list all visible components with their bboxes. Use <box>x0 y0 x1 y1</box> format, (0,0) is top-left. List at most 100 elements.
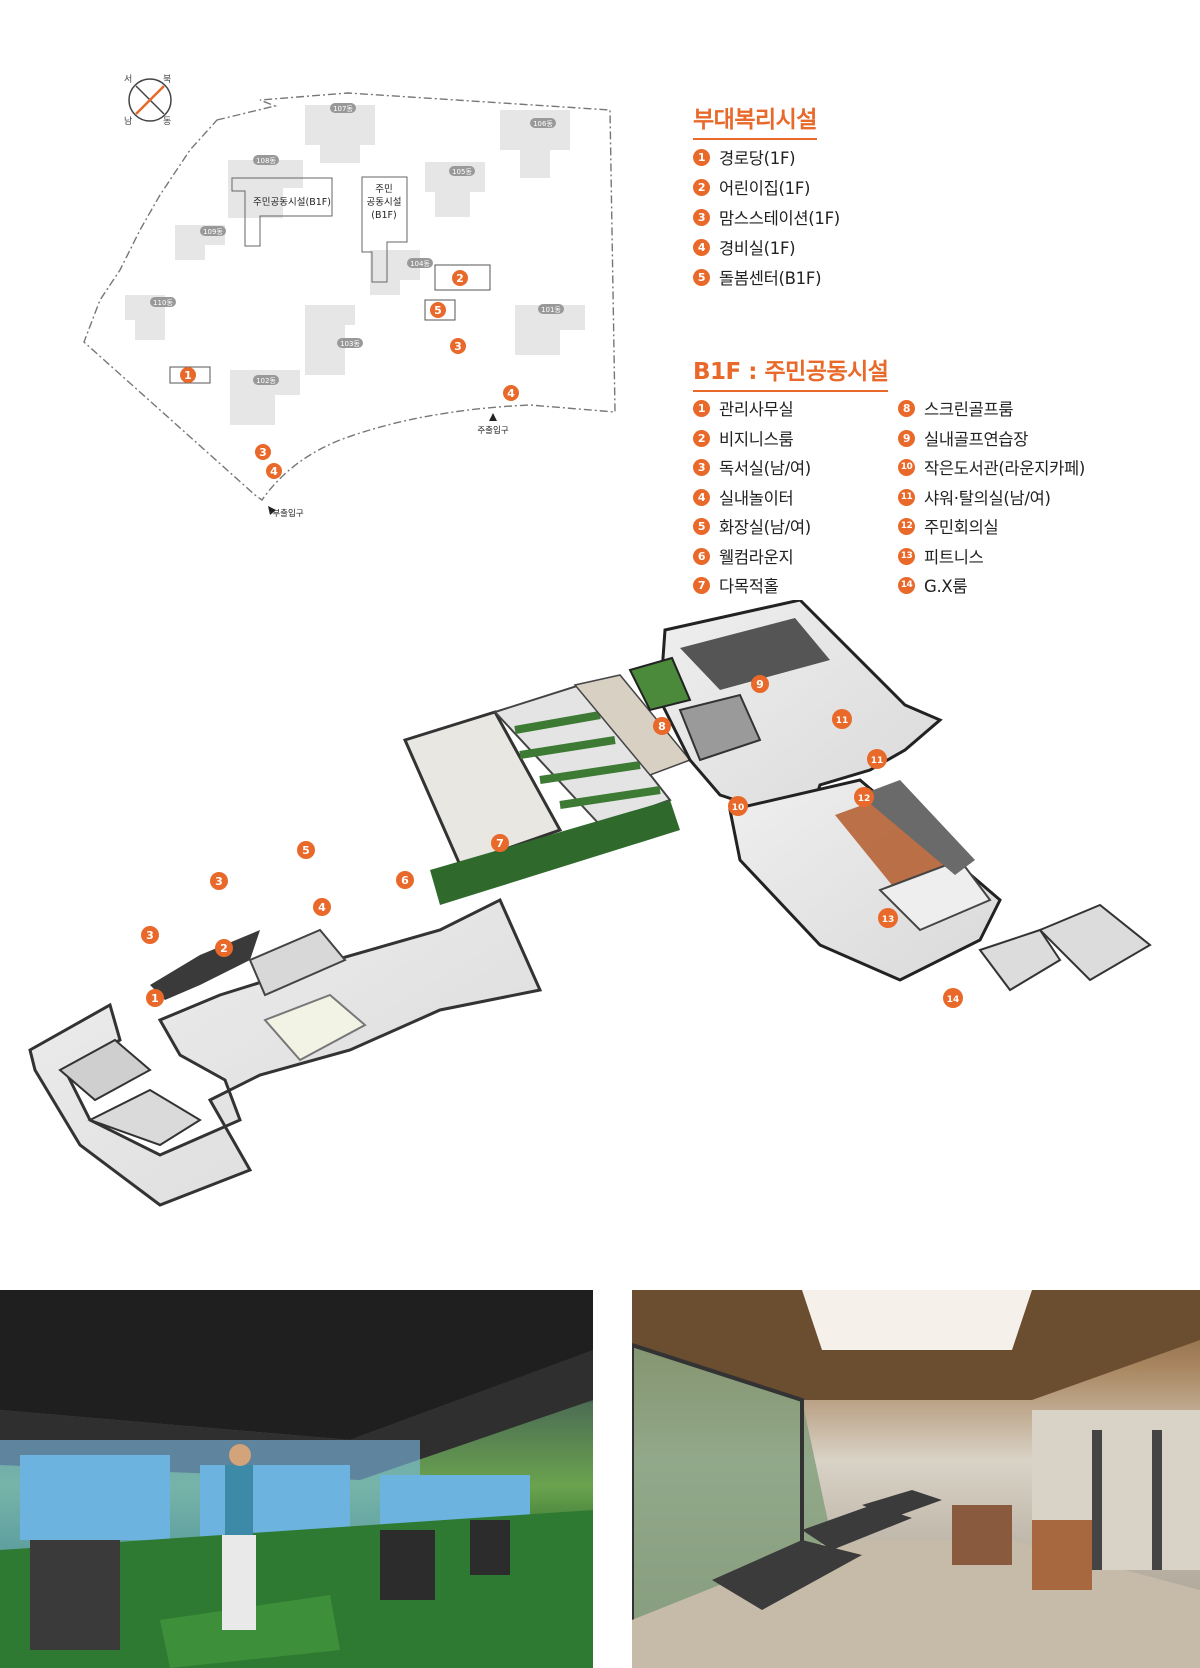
b1f-legend-item: 4 실내놀이터 <box>693 485 794 509</box>
b1f-legend-title: B1F : 주민공동시설 <box>693 352 889 392</box>
b1f-legend-item: 9 실내골프연습장 <box>898 426 1028 450</box>
floorplan-marker-4: 4 <box>318 901 326 914</box>
b1f-floorplan: 1 2 3 3 4 5 6 7 8 9 10 11 11 12 13 14 <box>28 600 1152 1207</box>
grass-bed <box>430 800 680 905</box>
storage-room <box>978 928 1062 992</box>
legend-label: 경로당(1F) <box>719 149 796 168</box>
legend-label: 실내놀이터 <box>719 489 794 508</box>
floorplan-marker-3b: 3 <box>215 875 223 888</box>
b1f-legend-item: 5 화장실(남/여) <box>693 514 811 538</box>
building-105-label: 105동 <box>452 168 472 176</box>
facility-box-left-label: 주민공동시설(B1F) <box>253 197 331 208</box>
site-boundary <box>83 92 616 501</box>
legend-label: 돌봄센터(B1F) <box>719 269 822 288</box>
facility-box-center-label-3: (B1F) <box>371 210 396 221</box>
b1f-legend-item: 10 작은도서관(라운지카페) <box>898 455 1085 479</box>
building-104-label: 104동 <box>410 260 430 268</box>
compass-east: 동 <box>163 116 171 127</box>
fitness-photo <box>632 1290 1200 1668</box>
building-109-label: 109동 <box>203 228 223 236</box>
map-marker-4: 4 <box>507 387 515 400</box>
sub-entrance-arrow-icon <box>268 506 276 515</box>
number-badge: 5 <box>693 517 710 535</box>
map-marker-3b: 3 <box>259 446 267 459</box>
number-badge: 9 <box>898 429 915 447</box>
fitness-floor <box>835 795 960 895</box>
number-badge: 6 <box>693 547 710 565</box>
floorplan-marker-11: 11 <box>836 716 849 726</box>
floorplan-marker-11b: 11 <box>871 756 884 766</box>
legend-label: 맘스스테이션(1F) <box>719 209 840 228</box>
playground-room <box>263 993 367 1062</box>
restroom-block <box>248 928 347 997</box>
locker-rooms <box>860 780 975 875</box>
gx-room <box>878 858 992 932</box>
west-wing-floor <box>28 897 543 1207</box>
floorplan-marker-7: 7 <box>496 837 504 850</box>
main-entrance-arrow-icon <box>489 413 497 421</box>
building-108-label: 108동 <box>256 157 276 165</box>
legend-label: 경비실(1F) <box>719 239 796 258</box>
facility-box-center-label-1: 주민 <box>375 184 392 195</box>
facility-box-center-label-2: 공동시설 <box>367 197 402 208</box>
site-map: 서 북 남 동 107동 106동 108동 105동 109동 104동 11… <box>83 74 616 519</box>
legend-label: 작은도서관(라운지카페) <box>924 459 1086 478</box>
legend-label: 실내골프연습장 <box>924 430 1029 449</box>
number-badge: 10 <box>898 458 915 476</box>
legend-label: 샤워·탈의실(남/여) <box>924 489 1051 508</box>
multipurpose-hall <box>402 710 563 867</box>
building-102-label: 102동 <box>256 377 276 385</box>
number-badge: 13 <box>898 547 915 565</box>
floorplan-marker-14: 14 <box>947 995 960 1005</box>
b1f-legend-item: 13 피트니스 <box>898 544 984 568</box>
legend-label: 어린이집(1F) <box>719 179 811 198</box>
number-badge: 2 <box>693 429 710 447</box>
number-badge: 2 <box>693 178 710 196</box>
number-badge: 1 <box>693 148 710 166</box>
machine-room <box>1038 903 1152 982</box>
sub-entrance-label: 부출입구 <box>272 508 303 519</box>
floorplan-marker-10: 10 <box>732 803 745 813</box>
map-marker-5: 5 <box>434 304 442 317</box>
office-rooms-lower <box>87 1088 202 1147</box>
library-tables <box>678 693 762 762</box>
b1f-legend-item: 6 웰컴라운지 <box>693 544 794 568</box>
number-badge: 12 <box>898 517 915 535</box>
amenities-legend-title: 부대복리시설 <box>693 100 817 140</box>
building-107-label: 107동 <box>333 105 353 113</box>
legend-label: 피트니스 <box>924 548 984 567</box>
legend-label: 스크린골프룸 <box>924 400 1014 419</box>
compass-west: 서 <box>124 74 132 85</box>
floorplan-marker-12: 12 <box>858 794 871 804</box>
floorplan-marker-9: 9 <box>756 678 764 691</box>
compass-south: 남 <box>124 116 132 127</box>
number-badge: 3 <box>693 208 710 226</box>
building-110-label: 110동 <box>153 299 173 307</box>
main-entrance-label: 주출입구 <box>477 425 508 436</box>
amenities-legend-item: 2 어린이집(1F) <box>693 175 810 199</box>
grass-strips <box>514 711 661 809</box>
number-badge: 11 <box>898 488 915 506</box>
legend-label: 화장실(남/여) <box>719 518 811 537</box>
number-badge: 7 <box>693 576 710 594</box>
number-badge: 4 <box>693 488 710 506</box>
compass-north: 북 <box>163 74 171 85</box>
legend-label: 관리사무실 <box>719 400 794 419</box>
building-101-label: 101동 <box>541 306 561 314</box>
floorplan-marker-6: 6 <box>401 874 409 887</box>
building-106-label: 106동 <box>533 120 553 128</box>
floorplan-marker-1: 1 <box>151 992 159 1005</box>
floorplan-marker-13: 13 <box>882 915 895 925</box>
floorplan-marker-8: 8 <box>658 720 666 733</box>
number-badge: 8 <box>898 399 915 417</box>
number-badge: 3 <box>693 458 710 476</box>
amenities-legend-item: 3 맘스스테이션(1F) <box>693 205 840 229</box>
map-marker-1: 1 <box>184 369 192 382</box>
floorplan-marker-3: 3 <box>146 929 154 942</box>
legend-label: 웰컴라운지 <box>719 548 794 567</box>
